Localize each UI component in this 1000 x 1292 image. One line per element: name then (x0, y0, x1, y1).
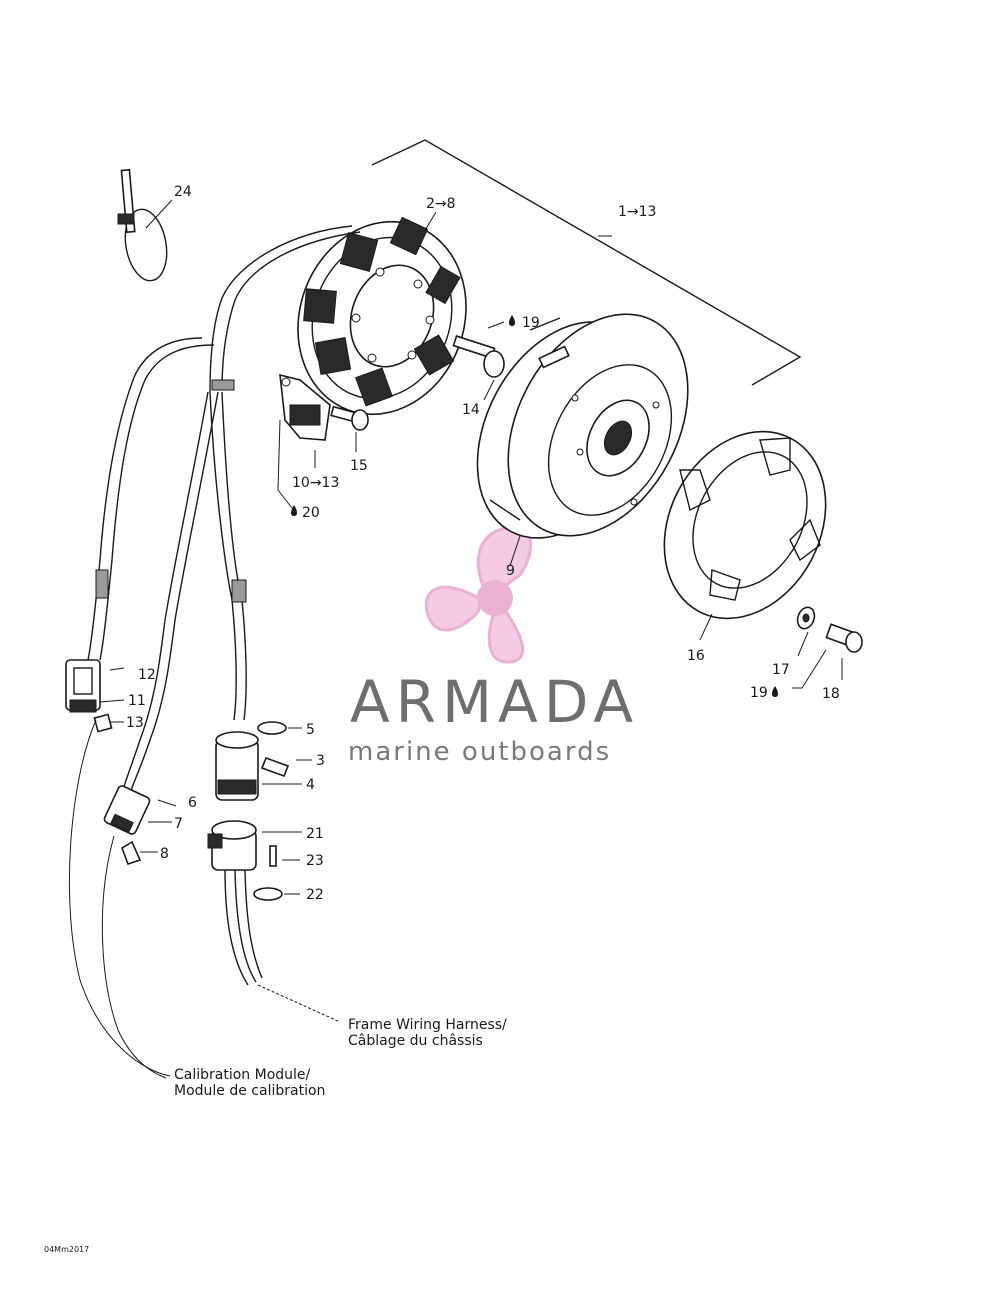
stator (297, 211, 467, 416)
callout-19-bottom: 19 (750, 685, 768, 701)
callout-24: 24 (174, 184, 192, 200)
callout-19-top: 19 (522, 315, 540, 331)
calibration-note-line2: Module de calibration (174, 1083, 325, 1099)
droplet-icon (509, 315, 515, 326)
callout-17: 17 (772, 662, 790, 678)
callout-3: 3 (316, 753, 325, 769)
callout-12: 12 (138, 667, 156, 683)
watermark-title: ARMADA (350, 668, 639, 736)
callout-4: 4 (306, 777, 315, 793)
assembly-bracket (371, 139, 802, 386)
terminal-block (277, 373, 331, 509)
callout-18: 18 (822, 686, 840, 702)
callout-21: 21 (306, 826, 324, 842)
watermark-propeller-logo (424, 525, 533, 664)
drawing-code: 04Mm2017 (44, 1245, 89, 1254)
flywheel-cover (663, 430, 827, 641)
callout-23: 23 (306, 853, 324, 869)
droplet-icon (291, 505, 297, 516)
watermark-subtitle: marine outboards (348, 737, 611, 767)
connector-housing-4 (215, 721, 312, 801)
callout-13: 13 (126, 715, 144, 731)
callout-6: 6 (188, 795, 197, 811)
callout-8: 8 (160, 846, 169, 862)
callout-10-13: 10→13 (292, 475, 339, 491)
callout-9: 9 (506, 563, 515, 579)
frame-harness-note-line1: Frame Wiring Harness/ (348, 1017, 507, 1033)
callout-20: 20 (302, 505, 320, 521)
note-leaders (68, 719, 341, 1079)
callout-16: 16 (687, 648, 705, 664)
connector-housing-21 (207, 820, 302, 986)
callout-14: 14 (462, 402, 480, 418)
calibration-note-line1: Calibration Module/ (174, 1067, 311, 1083)
screw-18 (792, 623, 863, 689)
connector-11-group (65, 659, 125, 733)
callout-11: 11 (128, 693, 146, 709)
cable-tie (117, 168, 173, 282)
droplet-icon (772, 686, 778, 697)
callout-2-8: 2→8 (426, 196, 456, 212)
flywheel (476, 313, 689, 567)
callout-1-13: 1→13 (618, 204, 656, 220)
frame-harness-note-line2: Câblage du châssis (348, 1033, 483, 1049)
connector-7-group (103, 785, 177, 866)
screw-15 (330, 405, 369, 452)
callout-7: 7 (174, 816, 183, 832)
callout-5: 5 (306, 722, 315, 738)
bolt-14 (452, 321, 505, 401)
callout-15: 15 (350, 458, 368, 474)
stator-harness (87, 225, 361, 801)
washer-17 (796, 606, 816, 657)
callout-22: 22 (306, 887, 324, 903)
